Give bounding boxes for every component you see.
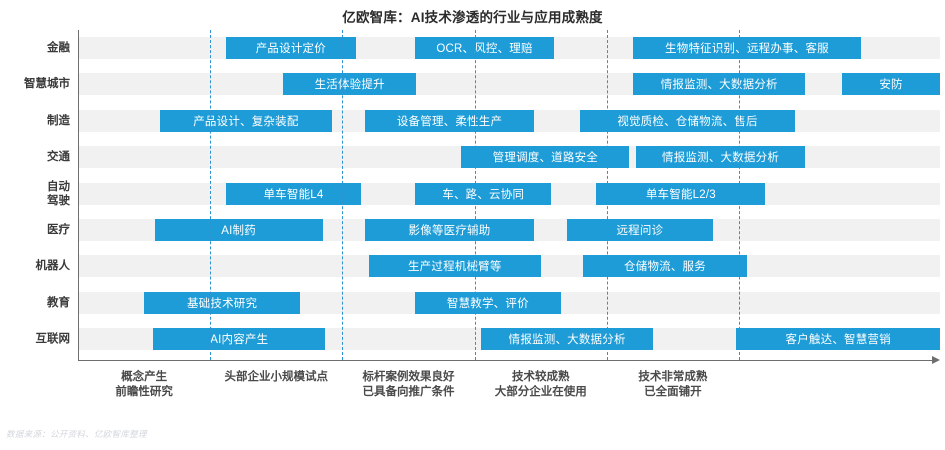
maturity-bar[interactable]: 产品设计、复杂装配 — [159, 109, 332, 132]
stage-gridline — [474, 30, 476, 360]
x-stage-label-line1: 技术较成熟 — [511, 371, 570, 383]
category-label-金融: 金融 — [47, 42, 70, 54]
maturity-bar[interactable]: 情报监测、大数据分析 — [481, 328, 654, 351]
maturity-bar[interactable]: AI制药 — [154, 219, 323, 241]
stage-gridline — [210, 30, 212, 360]
x-stage-label-5: 技术非常成熟已全面铺开 — [547, 370, 799, 400]
x-axis-arrow-icon — [932, 356, 940, 364]
maturity-bar[interactable]: 生产过程机械臂等 — [368, 255, 541, 278]
maturity-bar[interactable]: 客户触达、智慧营销 — [736, 328, 940, 351]
category-label-制造: 制造 — [47, 114, 70, 127]
maturity-bar[interactable]: 车、路、云协同 — [415, 182, 552, 205]
maturity-bar[interactable]: 影像等医疗辅助 — [364, 219, 535, 241]
category-label-智慧城市: 智慧城市 — [24, 78, 70, 91]
x-stage-label-line1: 头部企业小规模试点 — [224, 371, 329, 383]
maturity-bar[interactable]: 产品设计定价 — [226, 37, 356, 59]
x-stage-label-2: 头部企业小规模试点 — [150, 370, 402, 385]
x-axis — [78, 360, 936, 361]
maturity-bar[interactable]: 视觉质检、仓储物流、售后 — [580, 109, 795, 132]
maturity-bar[interactable]: 设备管理、柔性生产 — [364, 109, 535, 132]
maturity-bar[interactable]: 基础技术研究 — [144, 291, 301, 314]
maturity-bar[interactable]: 安防 — [842, 73, 940, 96]
maturity-bar[interactable]: 生活体验提升 — [282, 73, 417, 96]
category-label-互联网: 互联网 — [35, 333, 71, 346]
maturity-bar[interactable]: OCR、风控、理赔 — [415, 37, 554, 59]
category-label-自动驾驶: 自动驾驶 — [47, 180, 70, 207]
row-band — [78, 73, 940, 96]
x-stage-label-line2: 已全面铺开 — [644, 386, 702, 398]
plot-area: 金融 产品设计定价 OCR、风控、理赔 生物特征识别、远程办事、客服智慧城市 生活体验提… — [24, 30, 940, 398]
maturity-bar[interactable]: 情报监测、大数据分析 — [635, 146, 806, 169]
category-label-教育: 教育 — [47, 296, 70, 309]
maturity-bar[interactable]: 单车智能L2/3 — [596, 182, 766, 205]
maturity-bar[interactable]: 智慧教学、评价 — [415, 291, 561, 314]
maturity-bar[interactable]: 情报监测、大数据分析 — [633, 73, 806, 96]
category-label-医疗: 医疗 — [47, 224, 70, 236]
chart-title: 亿欧智库：AI技术渗透的行业与应用成熟度 — [342, 10, 603, 25]
x-stage-label-line1: 标杆案例效果良好 — [362, 371, 455, 383]
x-stage-label-4: 技术较成熟大部分企业在使用 — [415, 370, 667, 400]
x-stage-label-line2: 前瞻性研究 — [115, 386, 173, 398]
maturity-bar[interactable]: 仓储物流、服务 — [583, 255, 747, 278]
stage-gridline — [606, 30, 608, 360]
x-stage-label-3: 标杆案例效果良好已具备向推广条件 — [282, 370, 534, 400]
stage-gridline — [739, 30, 741, 360]
x-stage-label-line1: 概念产生 — [121, 371, 168, 383]
maturity-bar[interactable]: AI内容产生 — [153, 328, 326, 351]
maturity-bar[interactable]: 管理调度、道路安全 — [461, 146, 630, 169]
maturity-bar[interactable]: 生物特征识别、远程办事、客服 — [633, 37, 861, 59]
x-stage-label-line2: 已具备向推广条件 — [362, 386, 455, 398]
source-note: 数据来源：公开资料、亿欧智库整理 — [6, 429, 147, 439]
x-stage-label-line1: 技术非常成熟 — [638, 371, 708, 383]
x-stage-label-line2: 大部分企业在使用 — [494, 386, 587, 398]
maturity-bar[interactable]: 远程问诊 — [567, 219, 713, 241]
x-stage-label-1: 概念产生前瞻性研究 — [18, 370, 270, 400]
y-axis — [78, 30, 79, 360]
category-label-机器人: 机器人 — [35, 260, 71, 273]
category-label-交通: 交通 — [47, 151, 70, 164]
stage-gridline — [342, 30, 344, 360]
maturity-bar[interactable]: 单车智能L4 — [226, 182, 361, 205]
